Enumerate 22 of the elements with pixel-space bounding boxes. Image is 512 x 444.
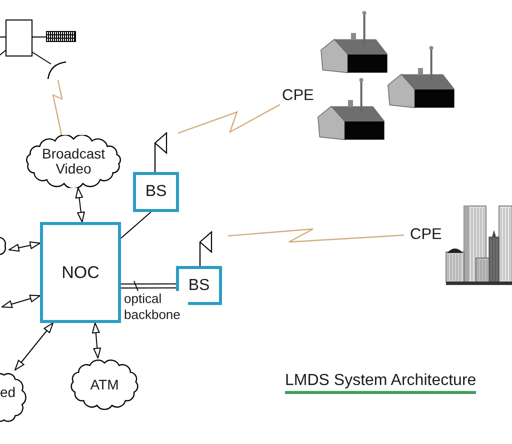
zigzag-line bbox=[228, 228, 404, 243]
diagram-title: LMDS System Architecture bbox=[285, 372, 476, 394]
process-box bbox=[40, 222, 121, 323]
node-caption: CPE bbox=[282, 87, 314, 105]
node-label: BS bbox=[188, 276, 210, 294]
zigzag-line bbox=[52, 80, 63, 136]
double-arrow bbox=[75, 188, 85, 222]
process-box bbox=[133, 172, 179, 212]
connector-line bbox=[120, 212, 152, 239]
zigzag-line bbox=[178, 104, 280, 134]
process-box bbox=[176, 266, 222, 305]
double-arrow bbox=[92, 322, 102, 358]
cloud-label: Broadcast Video bbox=[42, 146, 106, 177]
double-arrow bbox=[14, 322, 54, 370]
cloud-label: ATM bbox=[90, 376, 119, 392]
node-label: BS bbox=[145, 183, 167, 201]
double-arrow bbox=[2, 294, 40, 308]
cloud-label: ed bbox=[0, 384, 16, 400]
double-line bbox=[120, 280, 176, 292]
node-label: NOC bbox=[62, 262, 100, 282]
node-caption: CPE bbox=[410, 226, 442, 244]
double-arrow bbox=[8, 241, 40, 252]
